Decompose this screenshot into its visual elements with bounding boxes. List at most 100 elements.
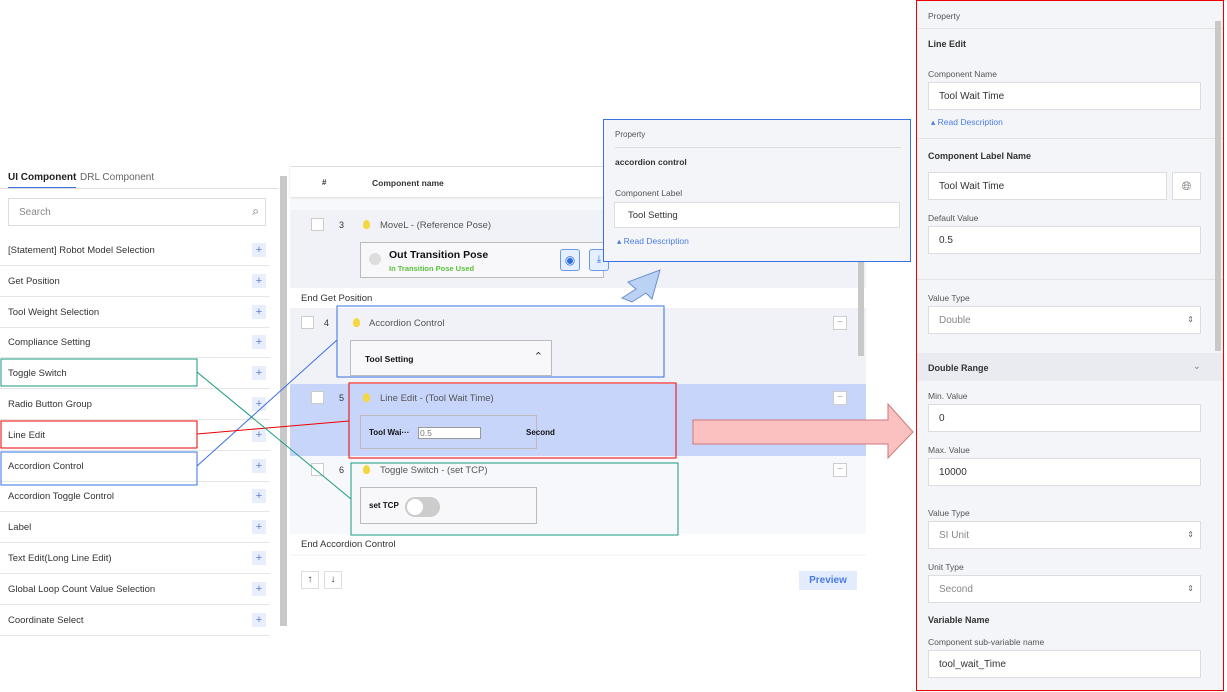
row-checkbox[interactable] [311,391,324,404]
component-list-item[interactable]: Accordion Control+ [0,451,270,482]
toggle-connector [196,371,352,500]
add-icon[interactable]: + [252,520,266,535]
component-list-item[interactable]: Accordion Toggle Control + [0,481,270,513]
line-edit-highlight [0,420,198,449]
component-list-item[interactable]: [Statement] Robot Model Selection + [0,235,270,266]
collapse-button[interactable]: − [833,316,847,330]
globe-icon[interactable]: 🌐︎ [1172,172,1201,200]
item-label: Global Loop Count Value Selection [8,583,156,595]
row-name: Accordion Control [369,318,445,329]
add-icon[interactable]: + [252,458,266,473]
component-list-item[interactable]: Coordinate Select+ [0,605,270,636]
accordion-header[interactable]: Tool Setting ⌃ [350,340,552,376]
min-value-input[interactable]: 0 [928,404,1201,432]
row5-highlight [348,382,677,459]
row-num: 3 [339,220,345,230]
add-icon[interactable]: + [252,335,266,350]
add-icon[interactable]: + [252,612,266,627]
add-icon[interactable]: + [252,551,266,565]
search-input[interactable]: Search⌕ [8,198,266,226]
line-edit-connector [196,420,350,435]
row-checkbox[interactable] [311,463,324,476]
max-value-input[interactable]: 10000 [928,458,1201,486]
item-label: Label [8,522,32,534]
panel-scrollbar[interactable] [1215,21,1221,351]
tab-drl-component[interactable]: DRL Component [80,172,155,183]
variable-name-heading: Variable Name [928,615,990,625]
component-list-item[interactable]: Global Loop Count Value Selection + [0,574,270,605]
move-up-button[interactable]: ↑ [301,571,319,589]
accordion-highlight [0,451,198,486]
panel-subtitle: Line Edit [928,39,966,49]
value-type2-label: Value Type [928,508,970,518]
col-num: # [322,178,327,187]
row-checkbox[interactable] [311,218,324,231]
table-scrollbar[interactable] [858,240,864,356]
popup-label-input[interactable]: Tool Setting [614,202,900,228]
add-icon[interactable]: + [252,427,266,442]
item-label: [Statement] Robot Model Selection [8,245,155,256]
left-scrollbar[interactable] [280,176,287,626]
default-value-label: Default Value [928,213,979,223]
search-placeholder: Search [19,207,51,218]
pose-title: Out Transition Pose [389,249,489,261]
move-down-button[interactable]: ↓ [324,571,342,589]
row-checkbox[interactable] [301,316,314,329]
end-get-position: End Get Position [290,288,866,308]
row-num: 4 [324,318,330,328]
component-list-item[interactable]: Get Position+ [0,266,270,297]
component-list-item[interactable]: Compliance Setting+ [0,327,270,359]
add-icon[interactable]: + [252,304,266,319]
toggle-switch-highlight [0,358,198,387]
preview-button[interactable]: Preview [799,571,857,590]
item-label: Tool Weight Selection [8,306,100,318]
line-edit-input[interactable]: 0.5 [418,427,481,439]
add-icon[interactable]: + [252,581,266,596]
component-name-input[interactable]: Tool Wait Time [928,82,1201,110]
popup-label: Component Label [615,188,683,198]
item-label: Radio Button Group [8,399,92,410]
component-list-item[interactable]: Label + [0,512,270,544]
component-list-item[interactable]: Line Edit+ [0,420,270,451]
toggle-switch[interactable] [405,497,440,517]
add-icon[interactable]: + [252,489,266,504]
component-list-panel: UI Component DRL Component [0,166,288,636]
add-icon[interactable]: + [252,243,266,257]
chevron-up-icon[interactable]: ⌃ [533,351,543,363]
row-num: 5 [339,393,345,403]
row-name: MoveL - (Reference Pose) [380,220,492,231]
popup-subtitle: accordion control [615,157,687,167]
accordion-property-popup: Property accordion control Component Lab… [603,119,911,262]
table-row-6[interactable]: 6 Toggle Switch - (set TCP) set TCP − [290,456,866,534]
value-type-select[interactable]: Double [928,306,1201,334]
record-button[interactable]: ◉ [560,249,580,271]
collapse-button[interactable]: − [833,463,847,477]
component-list-item[interactable]: Tool Weight Selection + [0,297,270,328]
read-description-link[interactable]: ▴ Read Description [931,117,1003,127]
value-type2-select[interactable]: SI Unit [928,521,1201,549]
toggle-card: set TCP [360,487,537,524]
popup-title: Property [615,130,646,139]
add-icon[interactable]: + [252,366,266,381]
max-value-label: Max. Value [928,445,970,455]
value-type-label: Value Type [928,293,970,303]
accordion-title: Tool Setting [365,354,414,364]
item-label: Toggle Switch [8,368,67,380]
read-description-link[interactable]: ▴ Read Description [617,236,689,246]
component-list-item[interactable]: Toggle Switch + [0,358,270,390]
unit-type-select[interactable]: Second [928,575,1201,603]
item-label: Accordion Toggle Control [8,491,114,503]
double-range-header[interactable]: Double Range⌄ [917,353,1223,381]
add-icon[interactable]: + [252,273,266,288]
row6-highlight [350,462,679,536]
label-name-input[interactable]: Tool Wait Time [928,172,1167,200]
pose-subtitle: In Transition Pose Used [389,264,475,273]
end-accordion: End Accordion Control [290,534,866,554]
table-row-4[interactable]: 4 Accordion Control Tool Setting ⌃ − [290,308,866,384]
arrow-up-icon [620,269,661,303]
collapse-button[interactable]: − [833,391,847,405]
sub-variable-input[interactable]: tool_wait_Time [928,650,1201,678]
default-value-input[interactable]: 0.5 [928,226,1201,254]
component-name-label: Component Name [928,69,997,79]
component-list-item[interactable]: Text Edit(Long Line Edit)+ [0,543,270,574]
